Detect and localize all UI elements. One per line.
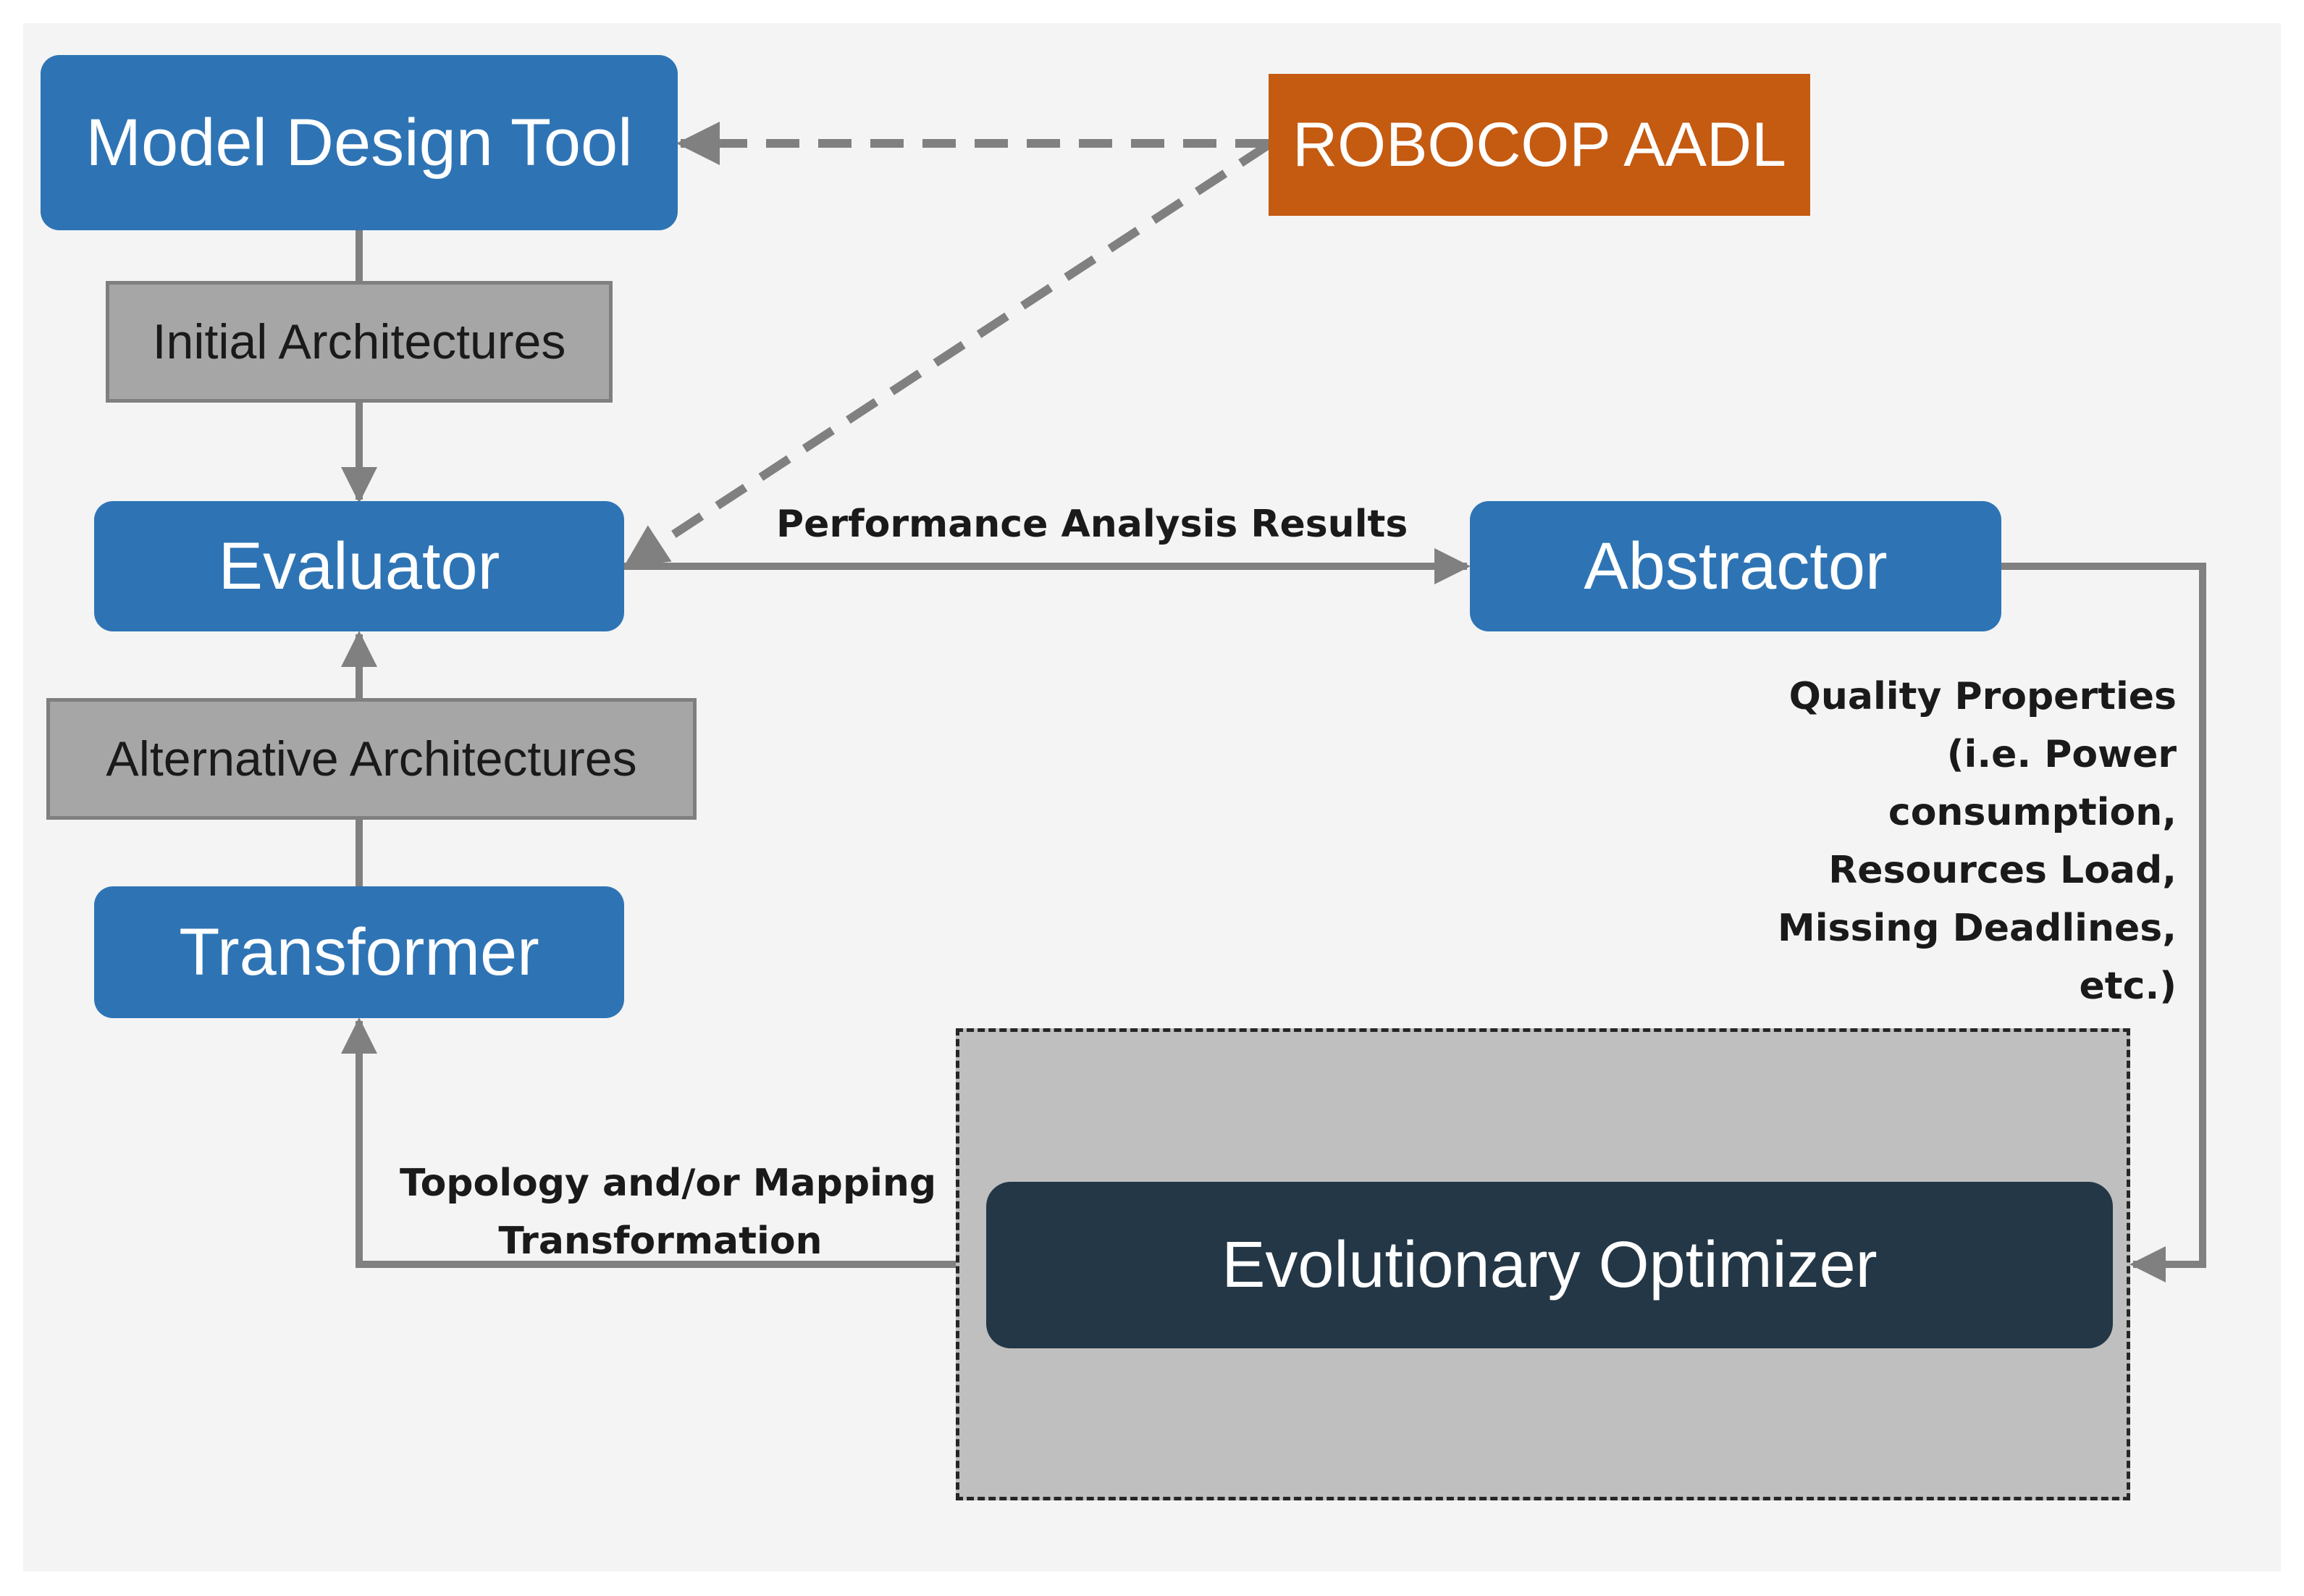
alternative-architectures-block: Alternative Architectures [46, 698, 697, 820]
quality-properties-line: Missing Deadlines, [1777, 907, 2177, 950]
topology-mapping-line: Transformation [498, 1219, 823, 1263]
robocop-aadl-block: ROBOCOP AADL [1269, 74, 1810, 216]
performance-analysis-label: Performance Analysis Results [776, 503, 1408, 546]
arrow-abstractor-to-optimizer [2001, 563, 2206, 1282]
abstractor-block: Abstractor [1470, 501, 2001, 631]
evolutionary-optimizer-block: Evolutionary Optimizer [986, 1182, 2113, 1348]
topology-mapping-label: Topology and/or Mapping Transformation [400, 1154, 937, 1270]
evaluator-block: Evaluator [94, 501, 624, 631]
quality-properties-line: (i.e. Power [1946, 733, 2177, 776]
quality-properties-line: consumption, [1888, 791, 2177, 834]
topology-mapping-line: Topology and/or Mapping [400, 1162, 937, 1205]
transformer-block: Transformer [94, 886, 624, 1018]
quality-properties-label: Quality Properties (i.e. Power consumpti… [1778, 668, 2177, 1015]
arrow-optimizer-to-transformer [341, 1017, 956, 1268]
quality-properties-line: Resources Load, [1828, 849, 2177, 892]
quality-properties-line: Quality Properties [1788, 675, 2177, 718]
dashed-arrow-aadl-to-evaluator [623, 140, 1271, 569]
quality-properties-line: etc.) [2079, 965, 2177, 1008]
initial-architectures-block: Initial Architectures [106, 281, 613, 403]
model-design-tool-block: Model Design Tool [41, 55, 678, 230]
